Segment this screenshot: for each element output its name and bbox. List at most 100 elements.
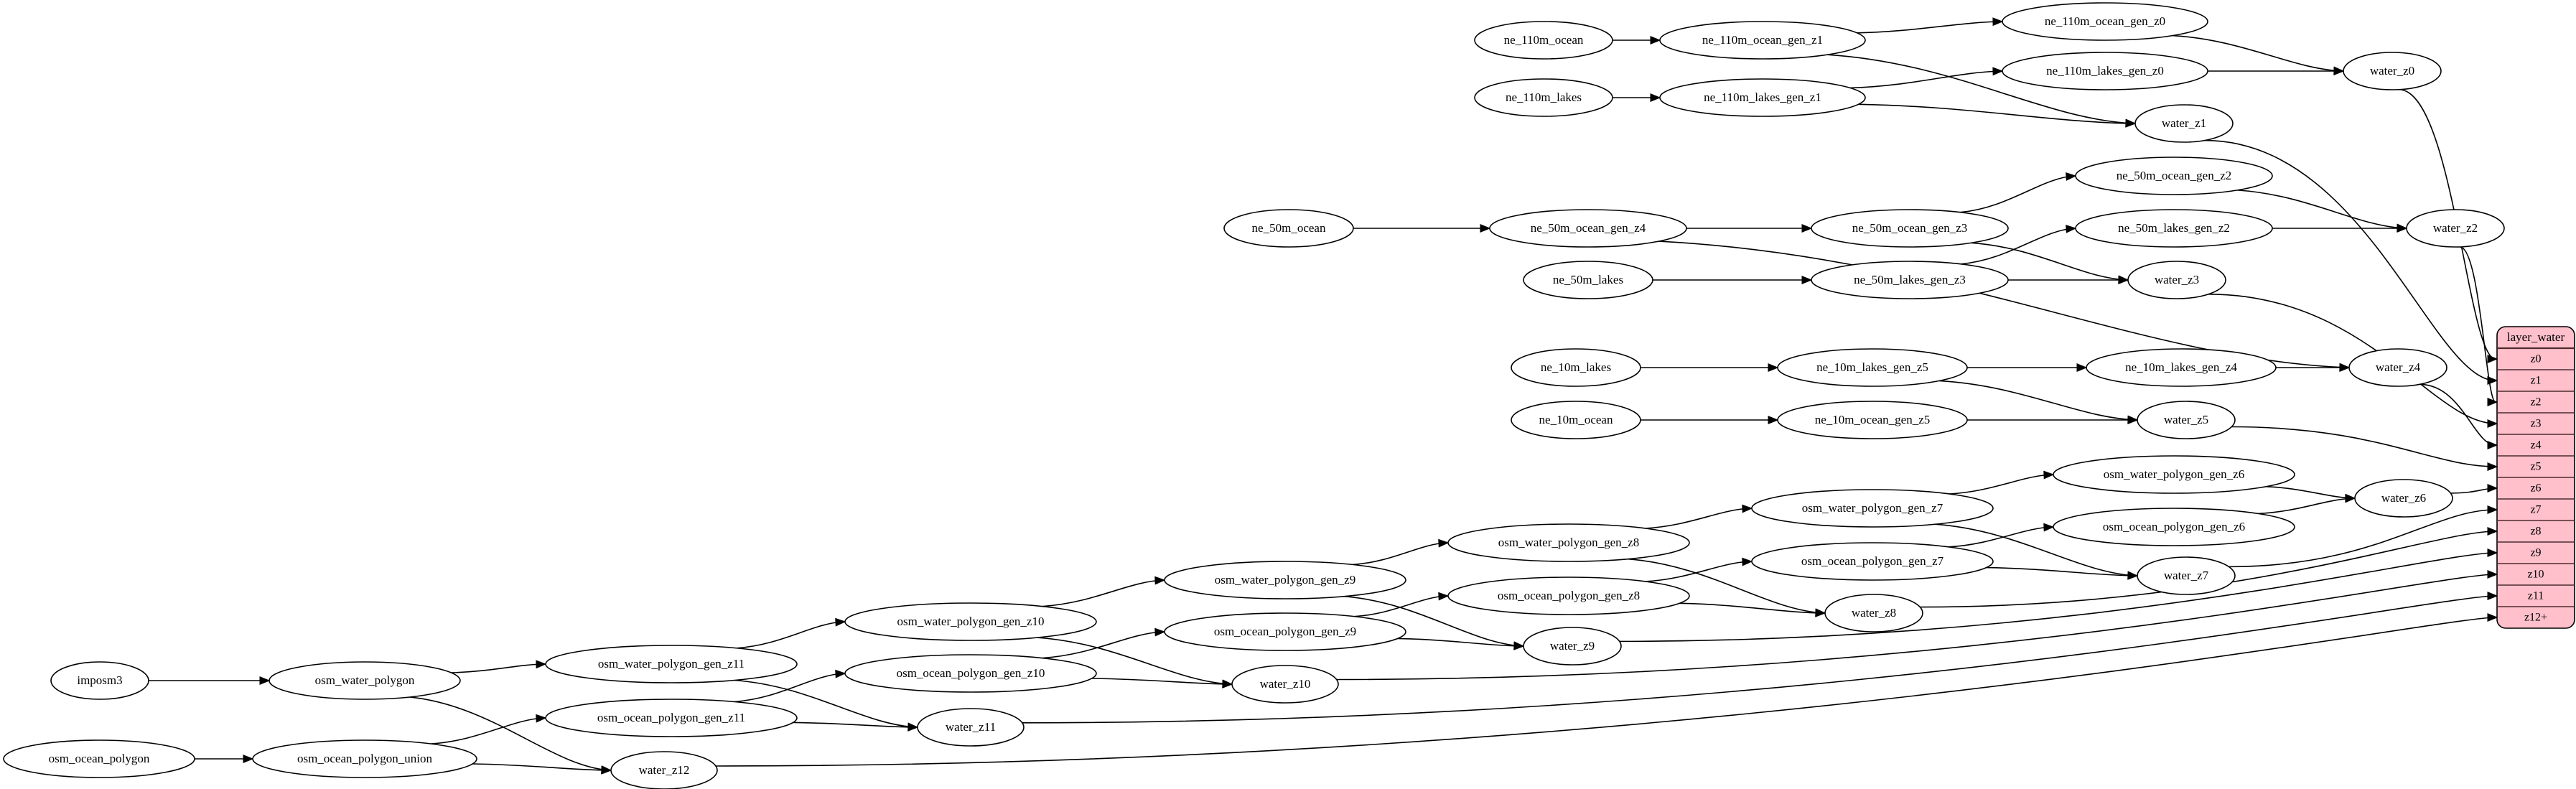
graph-node-water-z11[interactable]: water_z11 <box>917 708 1025 747</box>
graph-node-ne-110m-lakes-gen-z0[interactable]: ne_110m_lakes_gen_z0 <box>2002 52 2208 90</box>
node-shape <box>1474 21 1613 60</box>
layer-water-table[interactable]: layer_waterz0z1z2z3z4z5z6z7z8z9z10z11z12… <box>2496 326 2575 629</box>
graph-node-water-z10[interactable]: water_z10 <box>1231 665 1339 704</box>
graph-node-water-z0[interactable]: water_z0 <box>2343 52 2442 90</box>
graph-node-osm-water-polygon-gen-z11[interactable]: osm_water_polygon_gen_z11 <box>545 645 798 683</box>
edge <box>734 679 917 728</box>
graph-node-ne-50m-ocean[interactable]: ne_50m_ocean <box>1223 209 1354 248</box>
node-shape <box>1489 209 1687 248</box>
edge-arrowhead <box>2487 355 2498 363</box>
edge-arrowhead <box>1768 416 1779 424</box>
graph-node-ne-10m-lakes[interactable]: ne_10m_lakes <box>1511 348 1641 387</box>
graph-node-ne-110m-lakes[interactable]: ne_110m_lakes <box>1474 78 1613 117</box>
edge <box>1827 54 2134 124</box>
edge-arrowhead <box>243 755 254 763</box>
graph-node-osm-ocean-polygon-union[interactable]: osm_ocean_polygon_union <box>252 739 477 778</box>
edge <box>1939 380 2137 421</box>
edge-arrowhead <box>2487 570 2498 579</box>
table-row-label: z2 <box>2530 396 2541 408</box>
node-shape <box>269 661 461 700</box>
graph-node-ne-10m-ocean-gen-z5[interactable]: ne_10m_ocean_gen_z5 <box>1777 401 1968 439</box>
graph-node-osm-water-polygon-gen-z6[interactable]: osm_water_polygon_gen_z6 <box>2053 455 2295 494</box>
node-shape <box>2002 52 2208 90</box>
table-row-label: z1 <box>2530 375 2541 387</box>
graph-node-water-z3[interactable]: water_z3 <box>2127 261 2226 299</box>
graph-node-ne-110m-ocean-gen-z1[interactable]: ne_110m_ocean_gen_z1 <box>1659 21 1866 60</box>
graph-node-water-z2[interactable]: water_z2 <box>2406 209 2505 248</box>
edge-arrowhead <box>2066 224 2077 233</box>
graph-node-ne-110m-ocean-gen-z0[interactable]: ne_110m_ocean_gen_z0 <box>2002 2 2208 41</box>
edge-arrowhead <box>1154 627 1166 637</box>
graph-node-water-z4[interactable]: water_z4 <box>2348 348 2447 387</box>
graph-node-osm-ocean-polygon-gen-z10[interactable]: osm_ocean_polygon_gen_z10 <box>844 654 1097 693</box>
edge-arrowhead <box>1768 363 1779 372</box>
graph-node-osm-ocean-polygon-gen-z11[interactable]: osm_ocean_polygon_gen_z11 <box>545 699 798 737</box>
graph-node-water-z12[interactable]: water_z12 <box>610 751 718 789</box>
node-shape <box>1659 78 1866 117</box>
node-shape <box>1223 209 1354 248</box>
graph-node-osm-ocean-polygon-gen-z8[interactable]: osm_ocean_polygon_gen_z8 <box>1447 576 1690 615</box>
graph-node-water-z1[interactable]: water_z1 <box>2134 104 2234 143</box>
edge-arrowhead <box>1222 679 1233 688</box>
node-shape <box>1164 612 1406 651</box>
graph-node-ne-50m-ocean-gen-z2[interactable]: ne_50m_ocean_gen_z2 <box>2075 157 2273 195</box>
graph-node-ne-110m-ocean[interactable]: ne_110m_ocean <box>1474 21 1613 60</box>
node-shape <box>1474 78 1613 117</box>
table-row-label: z0 <box>2530 353 2541 365</box>
edge-arrowhead <box>2043 523 2055 532</box>
edge <box>431 717 545 744</box>
node-shape <box>1777 348 1968 387</box>
node-shape <box>2053 508 2295 546</box>
graph-node-osm-ocean-polygon-gen-z6[interactable]: osm_ocean_polygon_gen_z6 <box>2053 508 2295 546</box>
graph-node-osm-water-polygon[interactable]: osm_water_polygon <box>269 661 461 700</box>
edge <box>1850 70 2002 89</box>
graph-node-ne-50m-lakes-gen-z2[interactable]: ne_50m_lakes_gen_z2 <box>2075 209 2273 248</box>
graph-node-osm-water-polygon-gen-z9[interactable]: osm_water_polygon_gen_z9 <box>1164 561 1406 599</box>
graph-node-ne-10m-lakes-gen-z5[interactable]: ne_10m_lakes_gen_z5 <box>1777 348 1968 387</box>
edge-arrowhead <box>835 617 846 627</box>
edge-arrowhead <box>2487 441 2498 449</box>
edge-arrowhead <box>536 714 547 723</box>
edge-arrowhead <box>2127 416 2139 424</box>
edge-arrowhead <box>907 722 919 732</box>
graph-node-osm-water-polygon-gen-z10[interactable]: osm_water_polygon_gen_z10 <box>844 602 1097 641</box>
edge-arrowhead <box>1513 641 1525 650</box>
node-shape <box>610 751 718 789</box>
graph-node-water-z5[interactable]: water_z5 <box>2137 401 2236 439</box>
graph-node-ne-50m-ocean-gen-z4[interactable]: ne_50m_ocean_gen_z4 <box>1489 209 1687 248</box>
node-shape <box>545 645 798 683</box>
graph-node-water-z9[interactable]: water_z9 <box>1523 627 1622 666</box>
edge-arrowhead <box>1480 224 1491 233</box>
edge-arrowhead <box>2487 398 2498 406</box>
edge <box>1042 631 1164 659</box>
edge <box>1397 638 1523 647</box>
graph-node-ne-10m-lakes-gen-z4[interactable]: ne_10m_lakes_gen_z4 <box>2086 348 2277 387</box>
edge <box>2419 383 2496 446</box>
graph-node-water-z7[interactable]: water_z7 <box>2137 556 2236 595</box>
graph-node-ne-50m-lakes-gen-z3[interactable]: ne_50m_lakes_gen_z3 <box>1811 261 2009 299</box>
node-shape <box>1751 489 1994 528</box>
graph-node-osm-ocean-polygon-gen-z9[interactable]: osm_ocean_polygon_gen_z9 <box>1164 612 1406 651</box>
graph-node-water-z6[interactable]: water_z6 <box>2354 479 2453 518</box>
table-row-label: z8 <box>2530 526 2541 538</box>
node-shape <box>2343 52 2442 90</box>
edge <box>1948 526 2053 548</box>
graph-node-ne-50m-lakes[interactable]: ne_50m_lakes <box>1523 261 1653 299</box>
graph-node-osm-ocean-polygon-gen-z7[interactable]: osm_ocean_polygon_gen_z7 <box>1751 542 1994 581</box>
edge <box>1628 558 1824 614</box>
node-shape <box>252 739 477 778</box>
edge-arrowhead <box>1742 557 1753 566</box>
node-shape <box>2348 348 2447 387</box>
edge <box>1645 561 1751 582</box>
graph-node-osm-ocean-polygon[interactable]: osm_ocean_polygon <box>3 739 195 778</box>
layer-water-table-title: layer_water <box>2507 330 2565 344</box>
graph-node-ne-110m-lakes-gen-z1[interactable]: ne_110m_lakes_gen_z1 <box>1659 78 1866 117</box>
graph-node-ne-10m-ocean[interactable]: ne_10m_ocean <box>1511 401 1641 439</box>
graph-node-water-z8[interactable]: water_z8 <box>1824 594 1923 632</box>
graph-node-imposm3[interactable]: imposm3 <box>50 661 149 700</box>
graph-node-osm-water-polygon-gen-z8[interactable]: osm_water_polygon_gen_z8 <box>1447 523 1690 562</box>
graph-node-ne-50m-ocean-gen-z3[interactable]: ne_50m_ocean_gen_z3 <box>1811 209 2009 248</box>
node-shape <box>2086 348 2277 387</box>
graph-node-osm-water-polygon-gen-z7[interactable]: osm_water_polygon_gen_z7 <box>1751 489 1994 528</box>
